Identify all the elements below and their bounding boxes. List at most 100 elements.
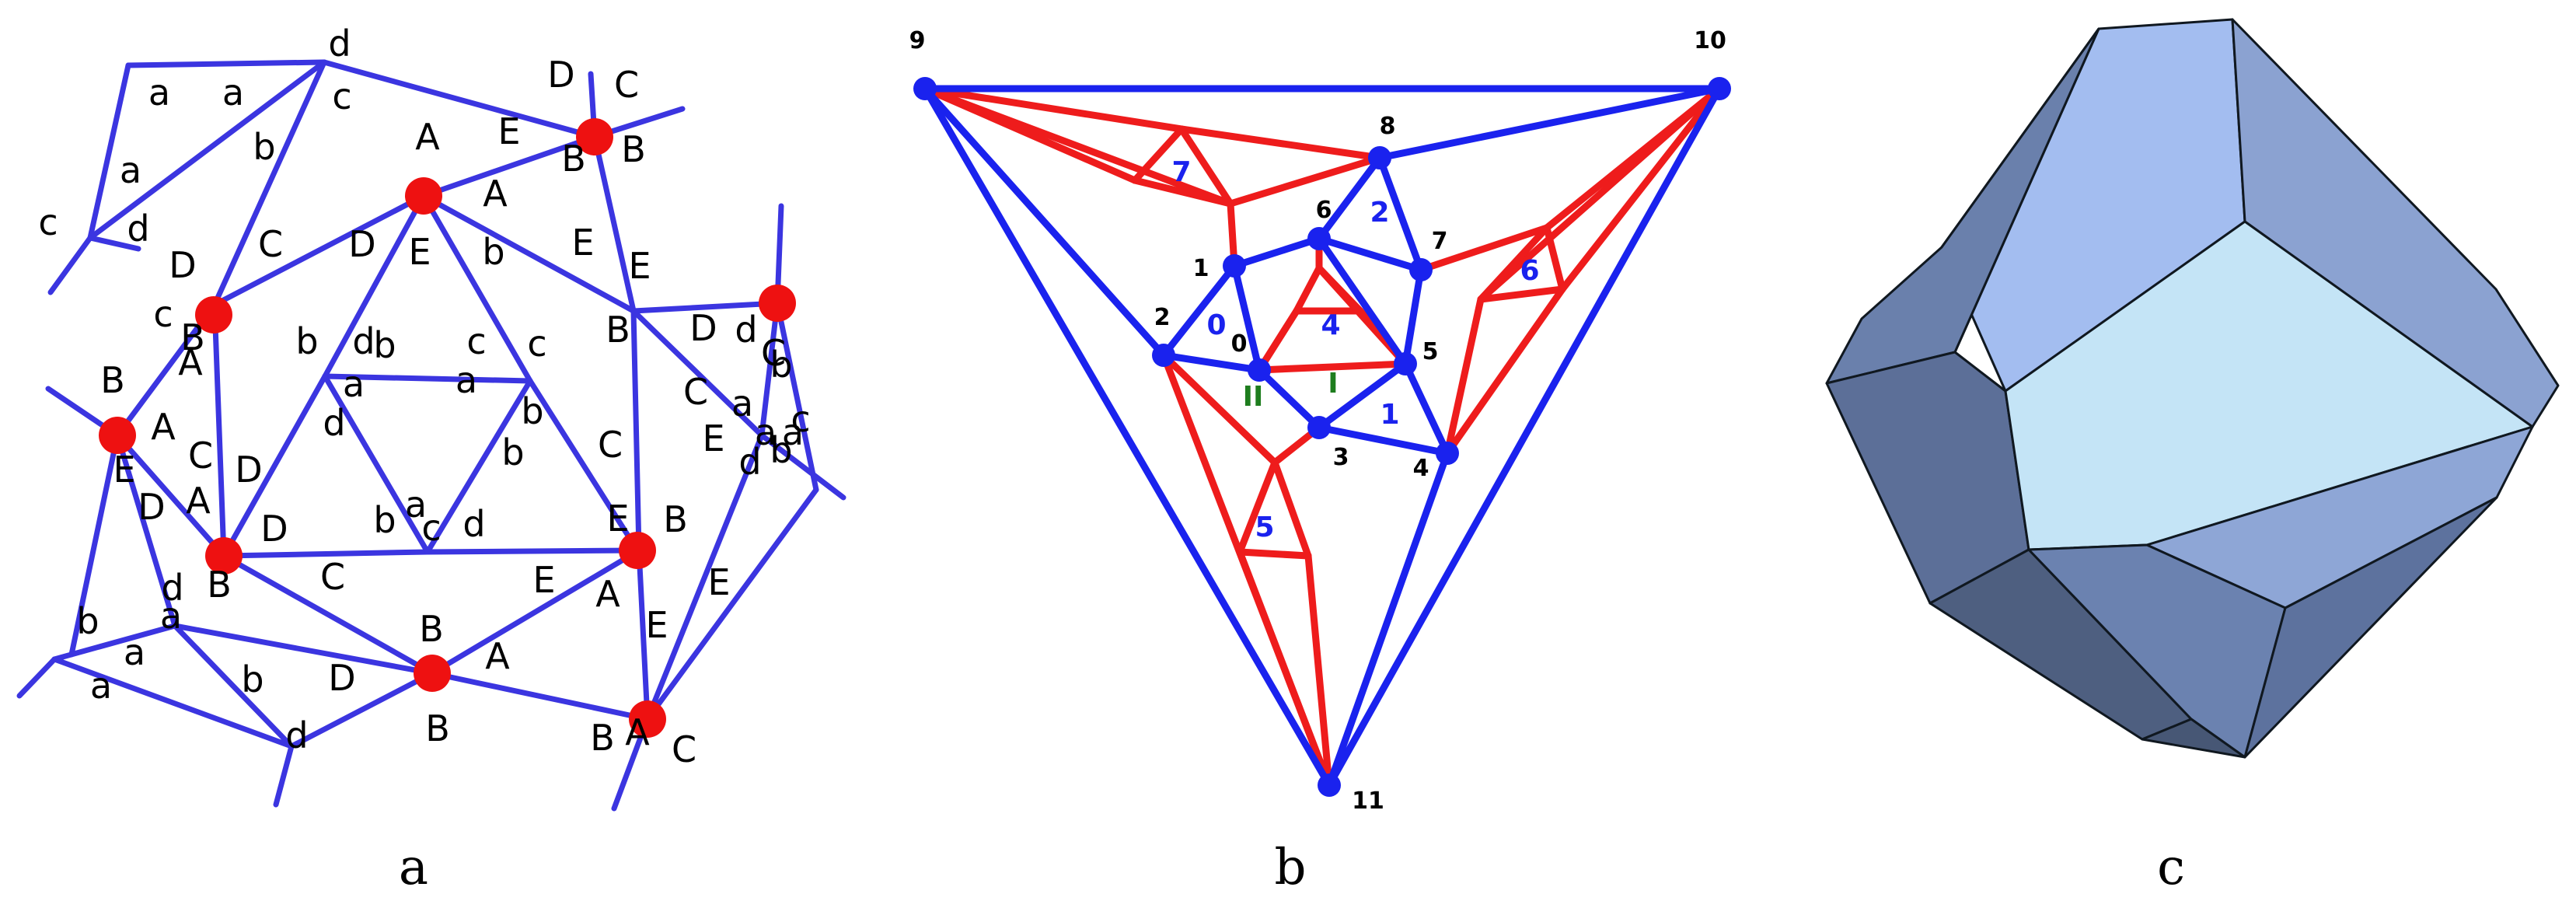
tiling-edge (759, 432, 846, 501)
blue-edge (1376, 154, 1425, 274)
red-edge (1559, 85, 1723, 293)
node-label: 7 (1432, 228, 1448, 255)
edge-label: B (621, 128, 646, 170)
red-edge (1271, 459, 1312, 560)
edge-label: B (561, 138, 586, 180)
edge-label: E (497, 110, 520, 152)
edge-label: a (124, 631, 145, 673)
tiling-edge (759, 300, 780, 438)
red-edge (1227, 154, 1384, 208)
blue-edge (1376, 85, 1723, 162)
red-edge (921, 85, 1234, 208)
tiling-edge (68, 432, 120, 658)
tiling-edge (429, 670, 651, 722)
tiling-vertex (759, 285, 796, 322)
tiling-vertex (205, 537, 243, 574)
tiling-edge (114, 432, 227, 559)
edge-label: C (614, 64, 639, 106)
edge-label: A (178, 341, 203, 383)
tiling-edge (221, 549, 431, 559)
blue-edge (1315, 424, 1451, 457)
edge-label: b (373, 499, 396, 541)
tiling-edge (87, 62, 131, 241)
edge-label: E (707, 561, 730, 603)
edge-label: E (628, 245, 651, 287)
tiling-edge (322, 373, 533, 384)
graph-node (1152, 344, 1175, 367)
red-edge (1255, 360, 1409, 374)
blue-edge (1160, 351, 1263, 374)
blue-edge (1401, 360, 1451, 457)
blue-edge (1325, 85, 1723, 789)
tiling-edge (125, 59, 327, 68)
face-number-label: 4 (1321, 309, 1340, 341)
tiling-edge (592, 134, 637, 314)
tiling-vertex (195, 296, 232, 334)
edge-label: B (100, 359, 125, 401)
edge-label: c (332, 75, 351, 117)
edge-label: c (421, 507, 441, 549)
tiling-edge (429, 547, 642, 676)
blue-edge (1160, 262, 1238, 359)
polyhedron-face-bottom (2141, 718, 2246, 759)
tiling-edge (87, 235, 141, 252)
caption-b: b (1275, 839, 1307, 896)
node-label: 6 (1316, 197, 1332, 224)
red-edge (921, 85, 1185, 133)
edge-label: b (501, 431, 524, 473)
blue-edge (1230, 262, 1263, 374)
edge-label: b (770, 429, 792, 471)
edge-label: A (415, 116, 440, 158)
face-roman-label: II (1243, 381, 1264, 413)
red-edge (1477, 85, 1723, 303)
edge-label: a (405, 484, 427, 526)
tiling-vertex (576, 118, 613, 155)
tiling-edge (288, 670, 435, 749)
edge-label: C (672, 728, 696, 770)
node-label: 4 (1413, 455, 1429, 482)
red-edge (1178, 125, 1384, 162)
face-number-label: 2 (1370, 197, 1389, 229)
red-edge (1293, 264, 1323, 315)
edge-label: a (222, 72, 244, 114)
tiling-edge (644, 487, 819, 722)
tiling-edge (47, 235, 93, 295)
edge-label: c (38, 201, 58, 243)
graph-node (1307, 227, 1331, 250)
tiling-edge (630, 308, 642, 554)
edge-label: b (521, 390, 543, 432)
edge-label: d (735, 309, 757, 351)
edge-label: d (161, 567, 183, 609)
blue-edge (1401, 266, 1425, 368)
blue-edge (1325, 449, 1451, 789)
edge-label: b (253, 126, 275, 168)
edge-label: A (595, 573, 620, 615)
tiling-edge (211, 59, 327, 308)
graph-node (1409, 258, 1433, 281)
edge-label: a (343, 363, 365, 405)
edge-label: D (328, 657, 355, 699)
panel-b-nodes (913, 77, 1731, 797)
graph-node (913, 77, 937, 100)
tiling-edge (421, 193, 533, 384)
tiling-edge (211, 193, 427, 308)
red-edge (1131, 125, 1185, 184)
edge-label: C (258, 223, 283, 265)
tiling-edge (630, 300, 780, 314)
edge-label: E (113, 449, 135, 491)
edge-label: b (482, 231, 504, 273)
node-label: 11 (1352, 788, 1384, 815)
edge-label: a (160, 595, 182, 637)
graph-node (1368, 146, 1391, 169)
tiling-edge (114, 302, 218, 438)
node-label: 2 (1154, 304, 1171, 331)
blue-edge (1315, 360, 1409, 431)
edge-label: d (285, 714, 308, 756)
node-label: 1 (1193, 255, 1209, 282)
tiling-edge (424, 547, 641, 555)
graph-node (1307, 416, 1331, 439)
tiling-edge (51, 623, 178, 662)
node-label: 8 (1380, 113, 1396, 140)
edge-label: A (485, 635, 510, 677)
